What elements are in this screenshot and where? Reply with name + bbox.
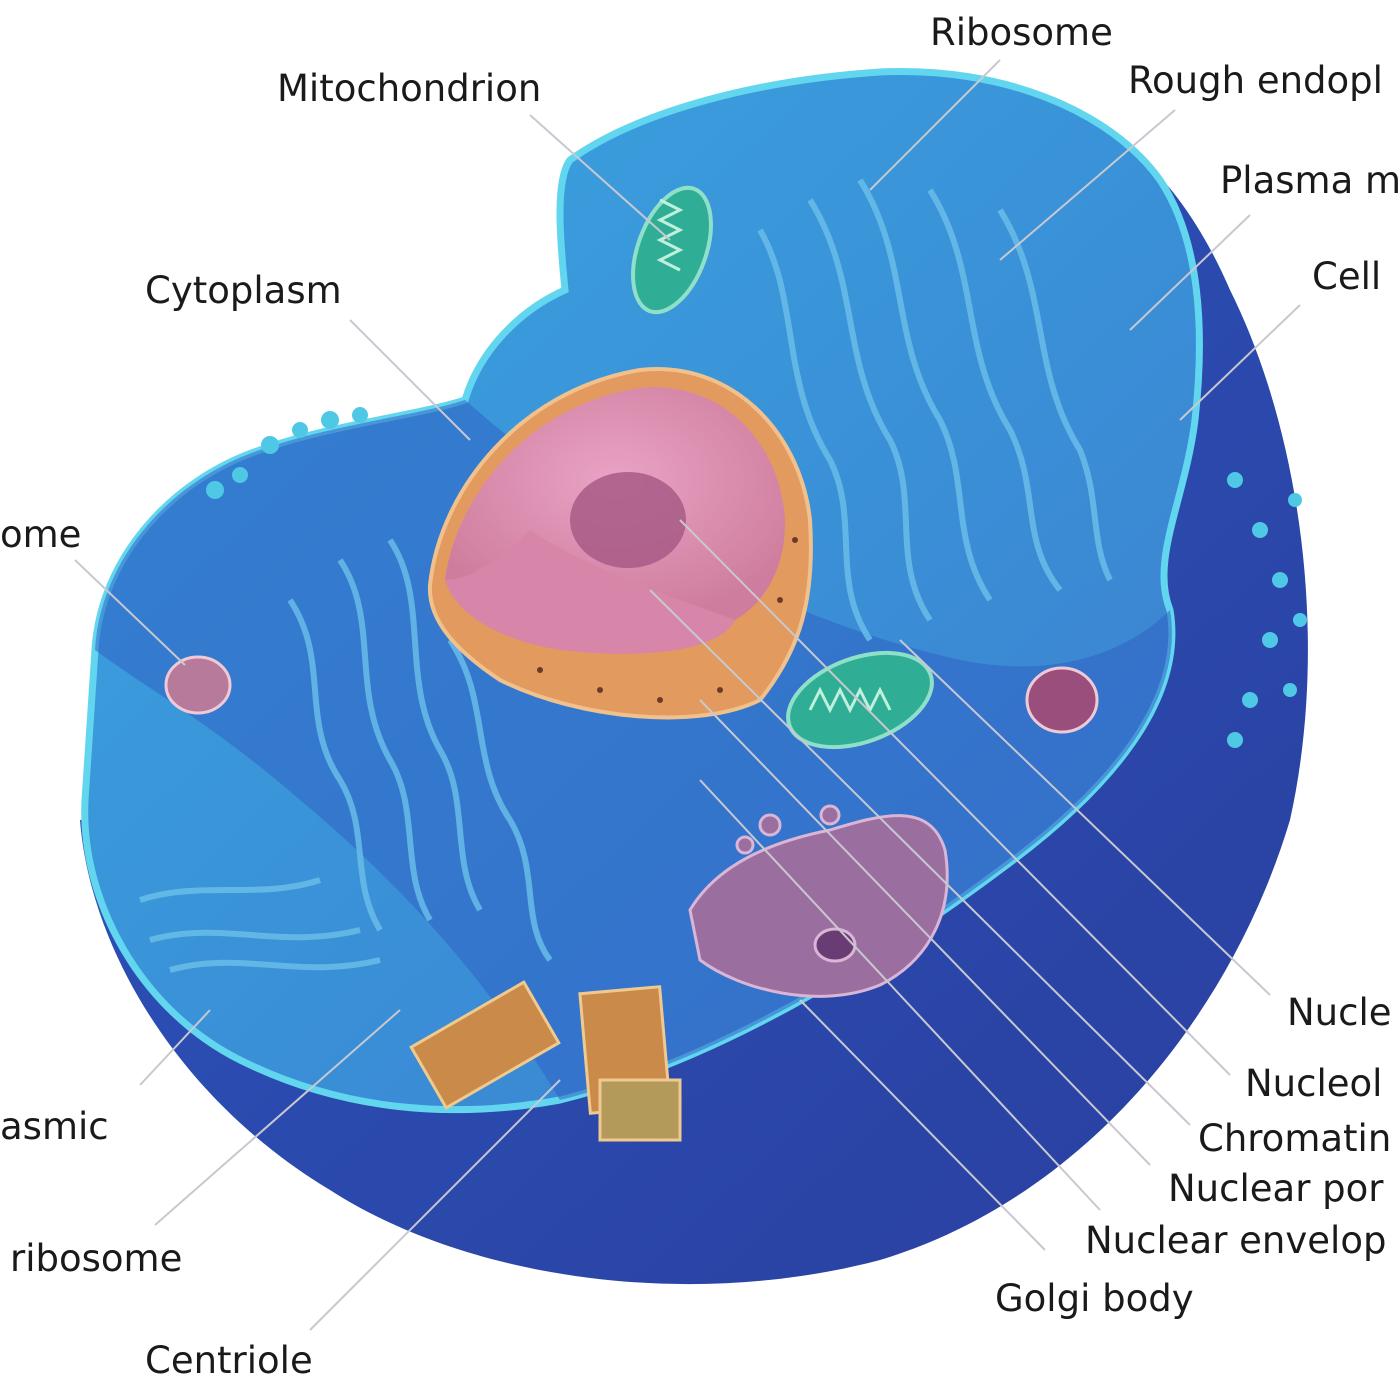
microvilli <box>206 407 1307 748</box>
label-ribosome: Ribosome <box>930 11 1113 54</box>
label-free-ribosome: ribosome <box>10 1237 183 1280</box>
nucleus <box>427 367 813 720</box>
nucleolus <box>570 472 686 568</box>
rough-er <box>757 178 1113 642</box>
label-smooth-er: asmic <box>0 1105 109 1148</box>
golgi-body <box>688 804 949 998</box>
label-nuclear-pore: Nuclear por <box>1168 1167 1384 1210</box>
label-mitochondrion: Mitochondrion <box>277 67 542 110</box>
nuclear-pores <box>537 537 798 703</box>
centriole <box>409 980 682 1142</box>
label-nucleolus: Nucleol <box>1245 1062 1383 1105</box>
label-chromatin: Chromatin <box>1198 1117 1392 1160</box>
label-cytoplasm: Cytoplasm <box>145 269 342 312</box>
er-left <box>139 538 553 973</box>
mitochondrion-top <box>631 185 713 315</box>
label-nucleus: Nucle <box>1287 991 1392 1034</box>
label-golgi-body: Golgi body <box>995 1277 1194 1320</box>
nucleus-cut-face <box>445 530 735 654</box>
label-plasma-membrane: Plasma m <box>1220 159 1400 202</box>
label-nuclear-envelope: Nuclear envelop <box>1085 1219 1387 1262</box>
label-centriole: Centriole <box>145 1339 313 1382</box>
label-lysosome: ome <box>0 513 82 556</box>
lysosome-right <box>1025 666 1099 734</box>
label-cell: Cell <box>1312 255 1382 298</box>
label-rough-er: Rough endopl <box>1128 59 1383 102</box>
lysosome-left <box>164 655 232 715</box>
mitochondrion-right <box>786 650 934 750</box>
leader-lines <box>74 59 1301 1331</box>
